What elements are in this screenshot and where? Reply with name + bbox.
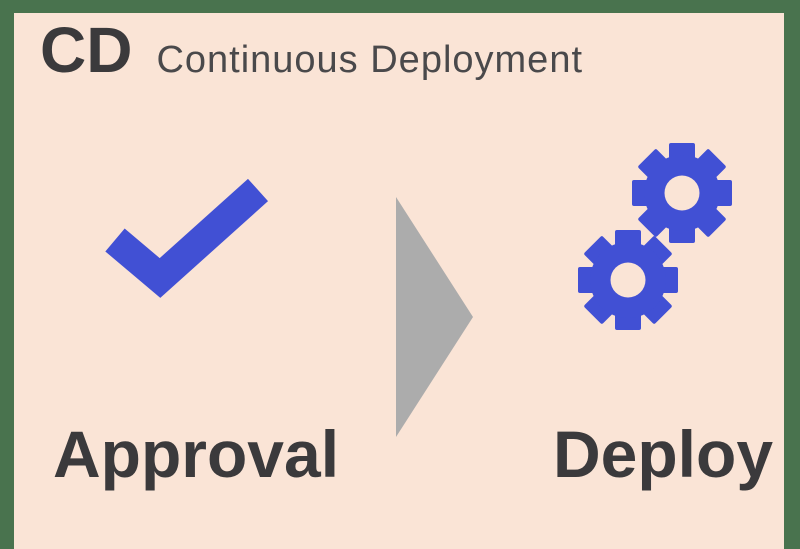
step-label-deploy: Deploy (553, 417, 774, 491)
title-subtitle: Continuous Deployment (156, 39, 584, 81)
check-icon (105, 178, 269, 298)
page-title: CD Continuous Deployment (40, 18, 583, 82)
gear-top-icon (632, 143, 732, 243)
gear-bottom-icon (578, 230, 678, 330)
triangle-right-icon (396, 197, 473, 437)
title-abbreviation: CD (40, 14, 133, 86)
step-label-approval: Approval (53, 417, 340, 491)
gears-icon (578, 143, 732, 330)
